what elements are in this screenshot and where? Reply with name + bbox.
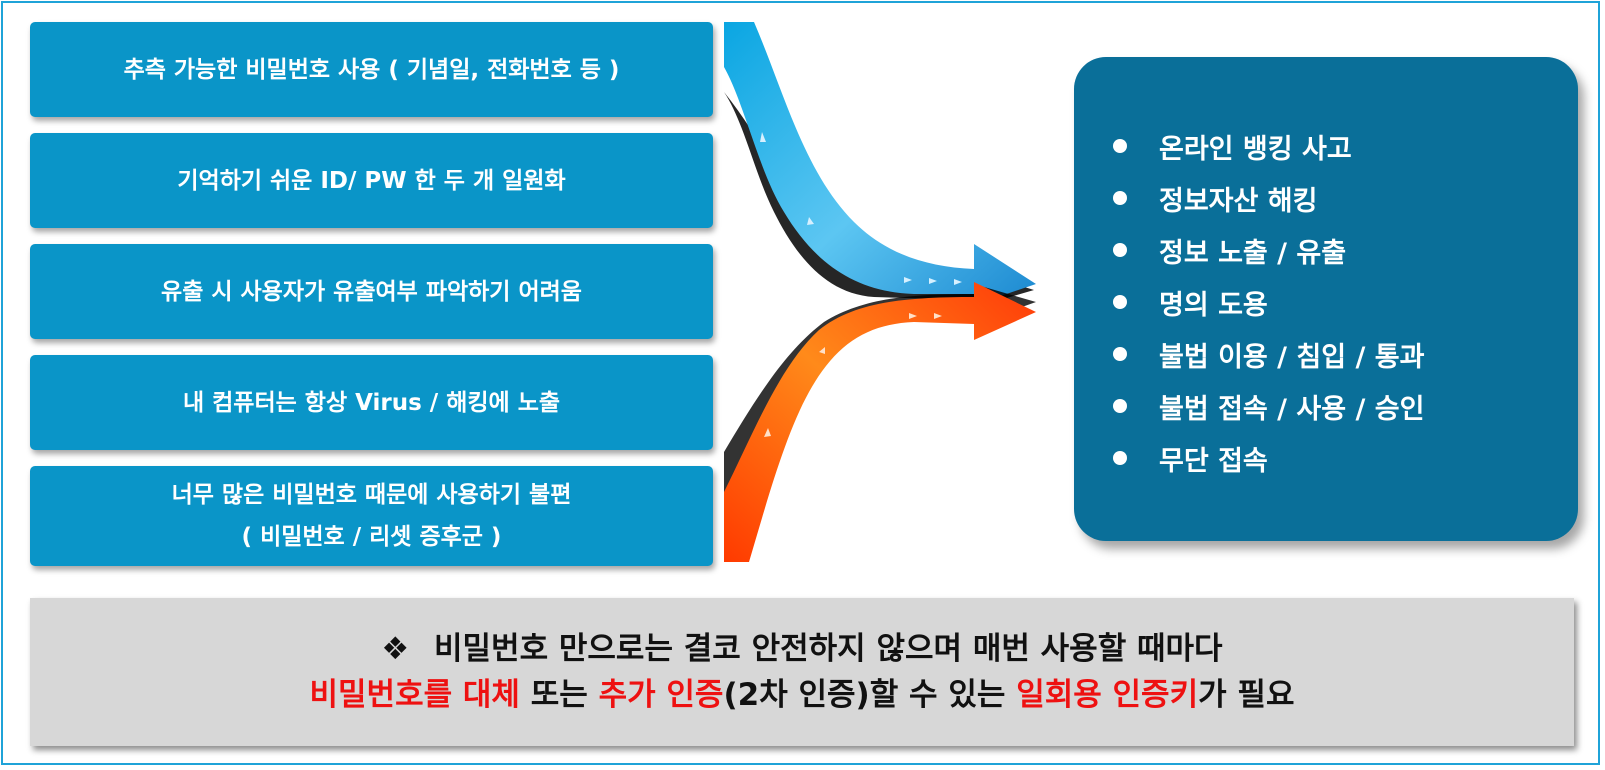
conclusion-box: ❖ 비밀번호 만으로는 결코 안전하지 않으며 매번 사용할 때마다 비밀번호를… [30,598,1574,746]
highlight-replace-password: 비밀번호를 대체 [309,677,520,713]
conclusion-line-1: ❖ 비밀번호 만으로는 결코 안전하지 않으며 매번 사용할 때마다 [381,626,1222,672]
risk-list: 온라인 뱅킹 사고 정보자산 해킹 정보 노출 / 유출 명의 도용 불법 이용… [1113,120,1424,484]
conclusion-text: 비밀번호 만으로는 결코 안전하지 않으며 매번 사용할 때마다 [434,631,1223,667]
bullet-icon [1113,191,1127,205]
highlight-otp-key: 일회용 인증키 [1016,677,1199,713]
bullet-icon [1113,243,1127,257]
list-item: 온라인 뱅킹 사고 [1113,120,1424,172]
list-item: 무단 접속 [1113,432,1424,484]
bullet-icon [1113,451,1127,465]
risk-text: 온라인 뱅킹 사고 [1159,133,1352,165]
problem-subtext: ( 비밀번호 / 리셋 증후군 ) [241,524,502,550]
conclusion-text: 할 수 있는 [869,677,1017,713]
bullet-icon [1113,139,1127,153]
problem-box-4: 내 컴퓨터는 항상 Virus / 해킹에 노출 [30,355,713,450]
problem-text: 너무 많은 비밀번호 때문에 사용하기 불편 [171,482,572,508]
bullet-icon [1113,399,1127,413]
problem-text: 기억하기 쉬운 ID/ PW 한 두 개 일원화 [177,167,566,194]
problem-box-1: 추측 가능한 비밀번호 사용 ( 기념일, 전화번호 등 ) [30,22,713,117]
conclusion-text: 또는 [519,677,599,713]
highlight-additional-auth: 추가 인증 [598,677,724,713]
list-item: 정보자산 해킹 [1113,172,1424,224]
merging-arrows [724,22,1036,562]
blue-arrow [724,22,1036,307]
problem-box-3: 유출 시 사용자가 유출여부 파악하기 어려움 [30,244,713,339]
conclusion-text: (2차 인증) [723,677,870,713]
orange-arrow [724,282,1036,562]
list-item: 불법 접속 / 사용 / 승인 [1113,380,1424,432]
problem-text: 추측 가능한 비밀번호 사용 ( 기념일, 전화번호 등 ) [123,56,620,83]
problem-text: 내 컴퓨터는 항상 Virus / 해킹에 노출 [182,389,561,416]
list-item: 명의 도용 [1113,276,1424,328]
list-item: 정보 노출 / 유출 [1113,224,1424,276]
list-item: 불법 이용 / 침입 / 통과 [1113,328,1424,380]
risk-text: 불법 접속 / 사용 / 승인 [1159,393,1425,425]
risk-text: 정보 노출 / 유출 [1159,237,1347,269]
risk-text: 불법 이용 / 침입 / 통과 [1159,341,1425,373]
problem-box-5: 너무 많은 비밀번호 때문에 사용하기 불편 ( 비밀번호 / 리셋 증후군 ) [30,466,713,566]
problem-box-2: 기억하기 쉬운 ID/ PW 한 두 개 일원화 [30,133,713,228]
diamond-bullet-icon: ❖ [381,631,410,667]
risk-box: 온라인 뱅킹 사고 정보자산 해킹 정보 노출 / 유출 명의 도용 불법 이용… [1074,57,1578,541]
conclusion-line-2: 비밀번호를 대체 또는 추가 인증(2차 인증)할 수 있는 일회용 인증키가 … [310,672,1295,718]
conclusion-text: 가 필요 [1198,677,1295,713]
bullet-icon [1113,347,1127,361]
bullet-icon [1113,295,1127,309]
risk-text: 무단 접속 [1159,445,1268,477]
risk-text: 정보자산 해킹 [1159,185,1318,217]
risk-text: 명의 도용 [1159,289,1268,321]
problem-text: 유출 시 사용자가 유출여부 파악하기 어려움 [161,278,582,305]
